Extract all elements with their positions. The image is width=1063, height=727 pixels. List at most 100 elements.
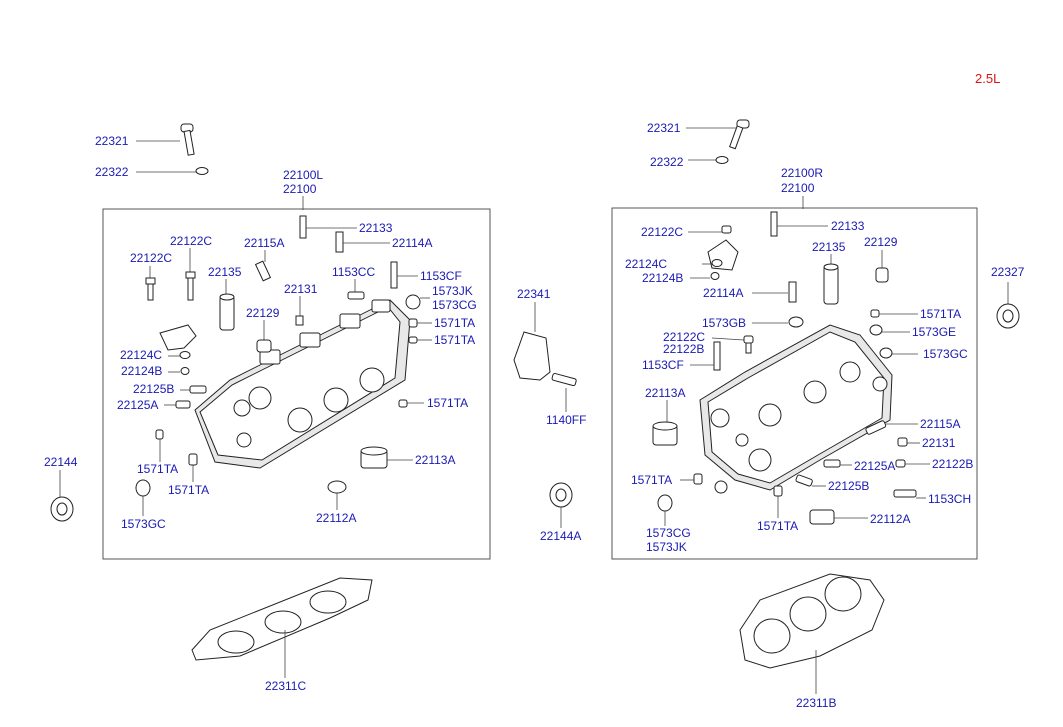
callout-1153CC[interactable]: 1153CC <box>332 265 376 279</box>
part-1573CG-left <box>405 294 430 310</box>
part-22122C-left-a <box>145 266 156 301</box>
part-1140FF-bolt <box>551 372 577 412</box>
part-22124B-right <box>690 272 720 280</box>
callout-1571TA-right-3[interactable]: 1571TA <box>757 519 799 533</box>
callout-1571TA-left-3[interactable]: 1571TA <box>427 396 469 410</box>
part-1153CF-left <box>390 261 418 289</box>
callout-22125B-right[interactable]: 22125B <box>828 479 870 493</box>
part-1571TA-right-2 <box>680 473 703 485</box>
callout-22114A-left[interactable]: 22114A <box>392 236 433 250</box>
part-22131-right <box>897 437 920 447</box>
callout-22122C-left-a[interactable]: 22122C <box>130 251 173 265</box>
callout-22129-left[interactable]: 22129 <box>246 306 280 320</box>
part-22124B-left <box>168 367 190 375</box>
callout-1153CF-left[interactable]: 1153CF <box>420 269 462 283</box>
callout-22115A-right[interactable]: 22115A <box>920 417 961 431</box>
callout-22327[interactable]: 22327 <box>991 265 1025 279</box>
part-22122C-right-a <box>688 225 732 234</box>
callout-22144A[interactable]: 22144A <box>540 529 582 543</box>
callout-22124B-left[interactable]: 22124B <box>121 364 163 378</box>
left-head-group-box <box>102 208 491 560</box>
part-22131-left <box>295 296 304 326</box>
callout-22124B-right[interactable]: 22124B <box>642 271 684 285</box>
callout-22114A-right[interactable]: 22114A <box>703 286 744 300</box>
callout-22122C-right-a[interactable]: 22122C <box>641 225 684 239</box>
part-22124C-left <box>168 351 191 359</box>
callout-22115A-left[interactable]: 22115A <box>244 236 285 250</box>
callout-22311C[interactable]: 22311C <box>265 679 307 693</box>
callout-22100-right[interactable]: 22100 <box>781 181 815 195</box>
callout-1573CG-right[interactable]: 1573CG <box>646 526 691 540</box>
callout-1153CH[interactable]: 1153CH <box>928 492 972 506</box>
callout-22144[interactable]: 22144 <box>44 455 78 469</box>
part-22133-left <box>299 215 357 239</box>
part-22112A-left <box>327 480 347 510</box>
callout-1571TA-left-2[interactable]: 1571TA <box>434 333 476 347</box>
part-22122C-right-b <box>711 335 754 354</box>
callout-22321-right[interactable]: 22321 <box>647 121 681 135</box>
part-1573-grommet-right <box>714 480 728 494</box>
callout-22100R[interactable]: 22100R <box>781 166 824 180</box>
callout-1573GB[interactable]: 1573GB <box>702 316 747 330</box>
callout-1571TA-left-5[interactable]: 1571TA <box>168 483 210 497</box>
callout-22122C-left-b[interactable]: 22122C <box>170 234 213 248</box>
part-1573CG-right <box>657 494 673 526</box>
callout-1573GC-right[interactable]: 1573GC <box>923 347 968 361</box>
callout-1153CF-right[interactable]: 1153CF <box>642 358 684 372</box>
part-22100R-cylinder-head <box>699 324 893 491</box>
callout-22122B-right-a[interactable]: 22122B <box>663 342 705 356</box>
callout-1571TA-left-1[interactable]: 1571TA <box>434 316 476 330</box>
part-22322-left-washer <box>136 167 209 175</box>
callout-22112A-right[interactable]: 22112A <box>870 512 911 526</box>
callout-22322-right[interactable]: 22322 <box>650 155 684 169</box>
callout-1573CG-left[interactable]: 1573CG <box>432 298 477 312</box>
callout-1573GC-left[interactable]: 1573GC <box>121 517 166 531</box>
part-22124C-right <box>702 259 723 267</box>
callout-22135-left[interactable]: 22135 <box>208 265 242 279</box>
callout-22125A-right[interactable]: 22125A <box>854 459 896 473</box>
part-22115A-left <box>254 250 272 282</box>
callout-22133-right[interactable]: 22133 <box>831 219 865 233</box>
callout-22131-left[interactable]: 22131 <box>284 282 318 296</box>
part-22125B-right <box>795 474 826 487</box>
callout-22322-left[interactable]: 22322 <box>95 165 129 179</box>
part-22112A-right <box>809 509 868 525</box>
callout-1573GE[interactable]: 1573GE <box>912 325 957 339</box>
callout-1571TA-right-2[interactable]: 1571TA <box>631 473 673 487</box>
part-22113A-left <box>360 446 413 469</box>
part-22114A-left <box>335 231 390 253</box>
callout-22113A-right[interactable]: 22113A <box>645 386 686 400</box>
callout-22135-right[interactable]: 22135 <box>812 240 846 254</box>
callout-22129-right[interactable]: 22129 <box>864 235 898 249</box>
part-22311C-gasket <box>191 577 373 678</box>
part-1571TA-right-1 <box>870 309 918 318</box>
callout-22100-left[interactable]: 22100 <box>283 182 317 196</box>
part-1153CH <box>893 489 926 499</box>
callout-22125A-left[interactable]: 22125A <box>117 398 159 412</box>
callout-1571TA-right-1[interactable]: 1571TA <box>920 307 962 321</box>
callout-1573JK-left[interactable]: 1573JK <box>432 284 473 298</box>
callout-22124C-left[interactable]: 22124C <box>120 348 163 362</box>
callout-22113A-left[interactable]: 22113A <box>415 453 456 467</box>
callout-22133-left[interactable]: 22133 <box>359 221 393 235</box>
part-22125A-left <box>164 400 191 409</box>
callout-22122C-right-b[interactable]: 22122C <box>663 330 706 344</box>
callout-22124C-right[interactable]: 22124C <box>625 257 668 271</box>
callout-1140FF[interactable]: 1140FF <box>546 413 587 427</box>
callout-22100L[interactable]: 22100L <box>283 168 324 182</box>
part-22321-left-bolt <box>136 123 195 156</box>
callout-22341[interactable]: 22341 <box>517 287 551 301</box>
callout-22112A-left[interactable]: 22112A <box>316 511 357 525</box>
callout-22131-right[interactable]: 22131 <box>922 436 956 450</box>
callout-1571TA-left-4[interactable]: 1571TA <box>137 462 179 476</box>
callout-22321-left[interactable]: 22321 <box>95 134 129 148</box>
callout-22122B-right-b[interactable]: 22122B <box>932 457 974 471</box>
callout-22125B-left[interactable]: 22125B <box>133 382 175 396</box>
callout-22311B[interactable]: 22311B <box>796 696 837 710</box>
engine-variant-tag: 2.5L <box>975 71 1001 86</box>
part-22125A-right <box>823 459 852 468</box>
part-22122C-left-b <box>185 248 196 301</box>
callout-1573JK-right[interactable]: 1573JK <box>646 540 687 554</box>
part-cam-bracket-left <box>159 324 197 351</box>
part-22114A-right <box>752 281 797 303</box>
